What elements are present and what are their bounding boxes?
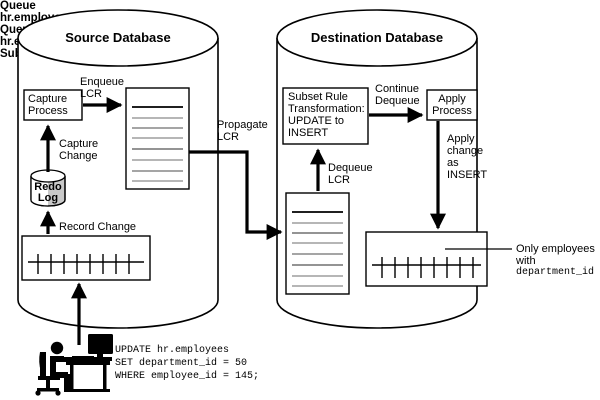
dequeue-lcr-label-line2: LCR <box>328 174 351 186</box>
source-table-box <box>21 235 151 281</box>
apply-process-label-line2: Process <box>432 105 472 117</box>
arrow-propagate-lcr <box>189 150 283 240</box>
apply-process-label-line1: Apply <box>438 93 466 105</box>
propagate-lcr-label-line2: LCR <box>217 131 240 143</box>
callout-line2: with <box>516 255 536 267</box>
capture-process-label-line1: Capture <box>28 93 68 105</box>
apply-process-box <box>426 89 478 121</box>
destination-table-box <box>365 231 488 287</box>
user-at-computer-icon <box>35 334 113 396</box>
sql-statement-line3: WHERE employee_id = 145; <box>115 371 260 382</box>
subset-rule-label-line3: UPDATE to <box>288 115 345 127</box>
dequeue-lcr-label-line1: Dequeue <box>328 162 373 174</box>
apply-change-label-line1: Apply <box>447 133 475 145</box>
sql-statement-line2: SET department_id = 50 <box>115 358 248 369</box>
capture-change-label-line2: Change <box>59 150 98 162</box>
record-change-label: Record Change <box>59 221 137 233</box>
callout-line1: Only employees <box>516 243 595 255</box>
source-queue-label: Queue <box>0 0 36 12</box>
redo-log-label-line2: Log <box>37 192 59 204</box>
destination-database-title: Destination Database <box>310 30 444 45</box>
subset-rule-label-line1: Subset Rule <box>288 91 348 103</box>
sql-statement-line1: UPDATE hr.employees <box>115 345 230 356</box>
enqueue-lcr-label-line1: Enqueue <box>80 76 125 88</box>
apply-change-label-line4: INSERT <box>447 169 488 181</box>
destination-queue-box <box>285 192 350 295</box>
source-database-title: Source Database <box>65 30 171 45</box>
continue-dequeue-label-line2: Dequeue <box>375 95 420 107</box>
propagate-lcr-label-line1: Propagate <box>217 119 268 131</box>
redo-log-label-line1: Redo <box>34 181 62 193</box>
source-queue-box <box>125 87 190 190</box>
subset-rule-label-line2: Transformation: <box>288 103 365 115</box>
subset-rule-label-line4: INSERT <box>288 127 329 139</box>
redo-log-cylinder <box>30 169 66 207</box>
enqueue-lcr-label-line2: LCR <box>80 88 103 100</box>
capture-process-box <box>23 89 83 121</box>
apply-change-label-line2: change <box>447 145 484 157</box>
callout-line3: department_id = 50 <box>516 267 595 278</box>
subset-rule-transformation-box <box>282 87 369 145</box>
capture-process-label-line2: Process <box>28 105 68 117</box>
apply-change-label-line3: as <box>447 157 459 169</box>
continue-dequeue-label-line1: Continue <box>375 83 420 95</box>
capture-change-label-line1: Capture <box>59 138 99 150</box>
